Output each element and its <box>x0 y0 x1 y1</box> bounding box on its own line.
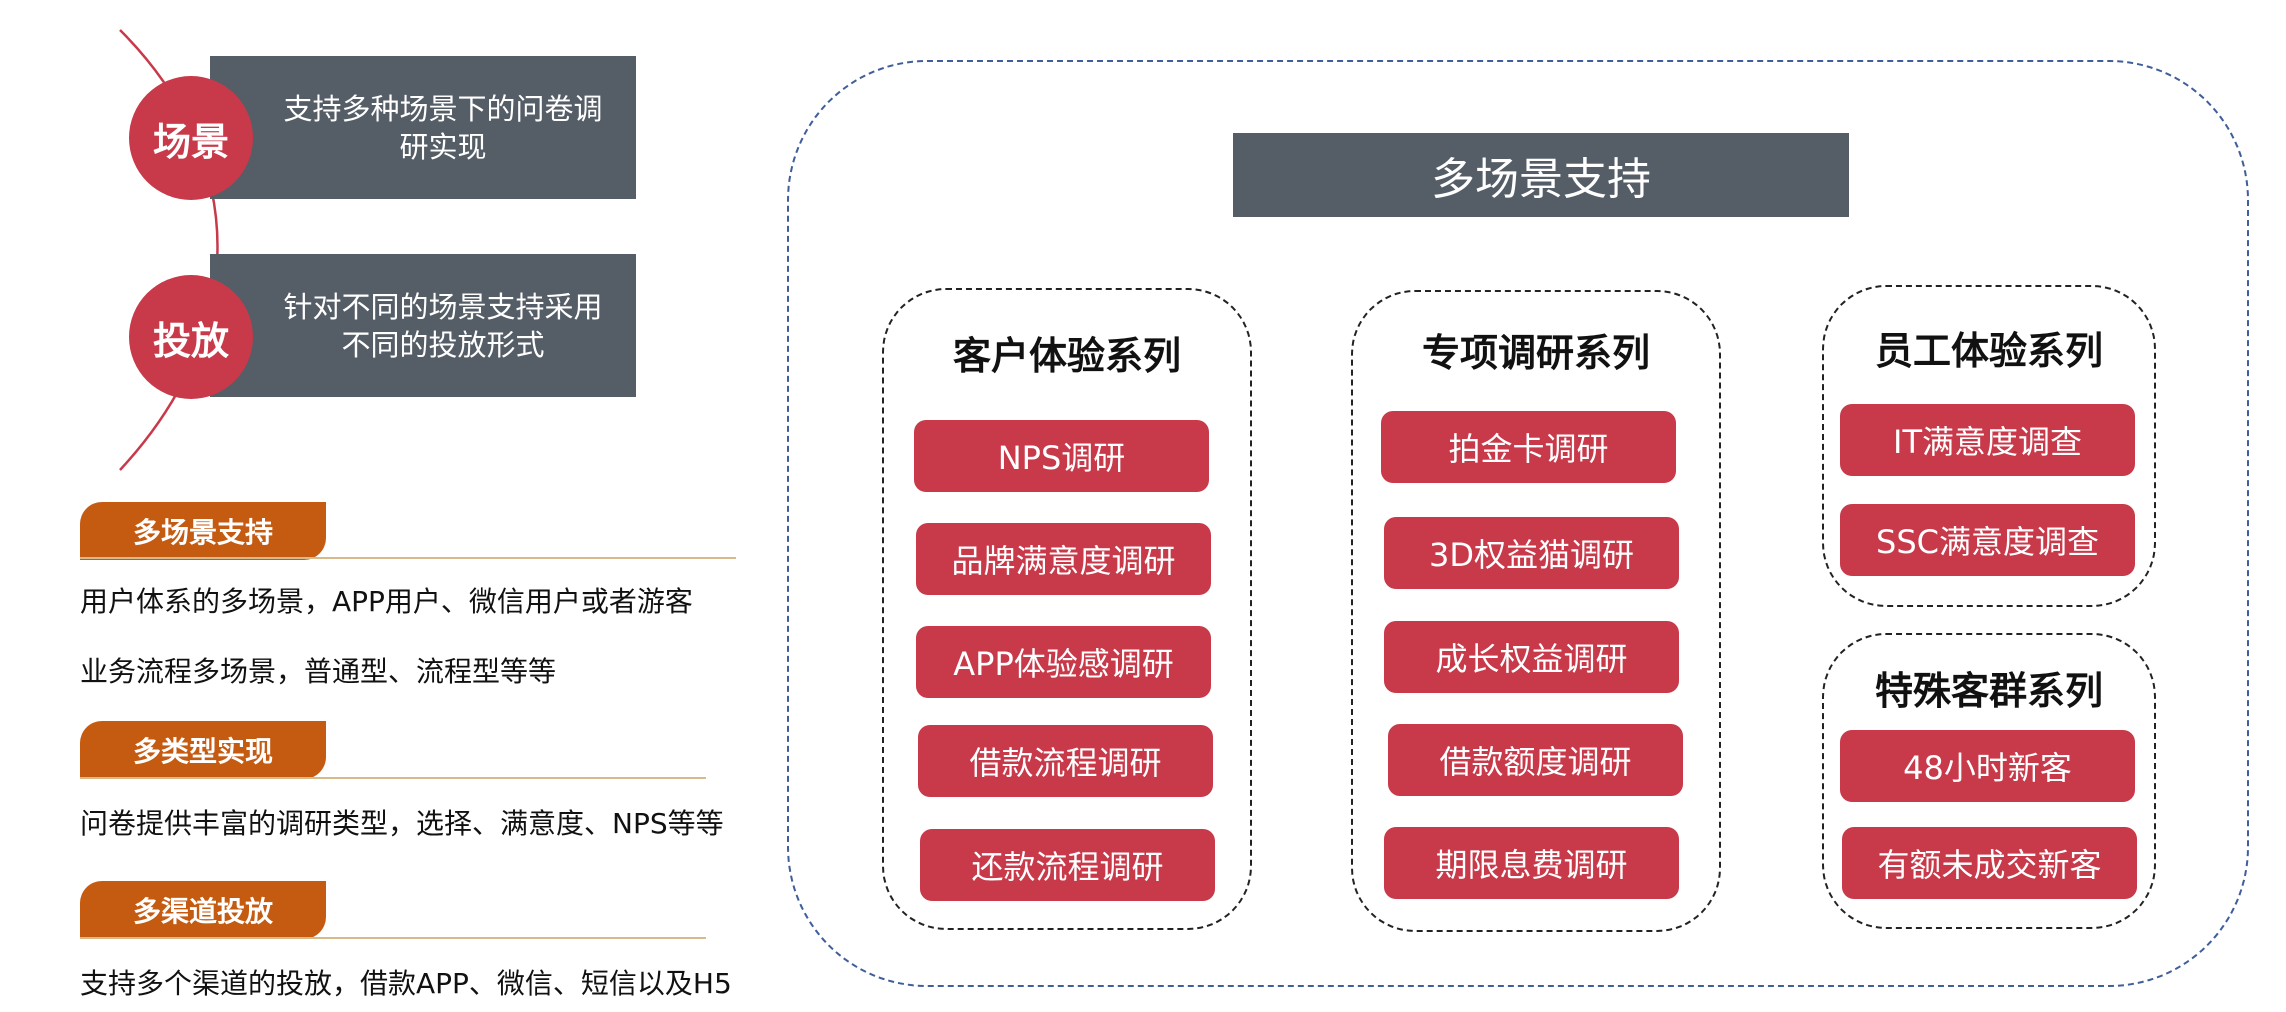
section-divider <box>80 777 706 779</box>
survey-item: 3D权益猫调研 <box>1384 517 1679 589</box>
section-text: 用户体系的多场景，APP用户、微信用户或者游客 <box>80 585 693 618</box>
survey-item: 品牌满意度调研 <box>916 523 1211 595</box>
group-special-customers <box>1822 633 2156 929</box>
scene-text-line2: 不同的投放形式 <box>341 327 545 362</box>
survey-item: 期限息费调研 <box>1384 827 1679 899</box>
scene-badge-scenario: 场景 <box>129 76 253 200</box>
section-divider <box>80 937 706 939</box>
survey-item: 48小时新客 <box>1840 730 2135 802</box>
survey-item: 借款额度调研 <box>1388 724 1683 796</box>
group-title: 员工体验系列 <box>1874 329 2103 373</box>
group-special-research <box>1351 290 1721 932</box>
survey-item: 还款流程调研 <box>920 829 1215 901</box>
section-text: 支持多个渠道的投放，借款APP、微信、短信以及H5 <box>80 967 732 1000</box>
survey-item: SSC满意度调查 <box>1840 504 2135 576</box>
section-tag-multi-type: 多类型实现 <box>80 721 326 779</box>
section-tag-multi-channel: 多渠道投放 <box>80 881 326 939</box>
section-tag-multi-scenario: 多场景支持 <box>80 502 326 560</box>
group-employee-experience <box>1822 285 2156 607</box>
scene-text-line1: 针对不同的场景支持采用 <box>283 289 603 324</box>
survey-item: IT满意度调查 <box>1840 404 2135 476</box>
scene-badge-delivery: 投放 <box>129 275 253 399</box>
section-divider <box>80 557 736 559</box>
survey-item: 拍金卡调研 <box>1381 411 1676 483</box>
group-title: 客户体验系列 <box>952 334 1181 378</box>
scenario-support-frame <box>787 60 2249 987</box>
scene-bar-delivery: 针对不同的场景支持采用 不同的投放形式 <box>210 254 636 397</box>
group-title: 专项调研系列 <box>1421 331 1650 375</box>
scene-bar-scenario: 支持多种场景下的问卷调 研实现 <box>210 56 636 199</box>
group-title: 特殊客群系列 <box>1874 669 2103 713</box>
main-title: 多场景支持 <box>1233 133 1849 217</box>
survey-item: NPS调研 <box>914 420 1209 492</box>
scene-text-line1: 支持多种场景下的问卷调 <box>283 91 603 126</box>
survey-item: 成长权益调研 <box>1384 621 1679 693</box>
survey-item: 借款流程调研 <box>918 725 1213 797</box>
scene-text-line2: 研实现 <box>399 129 487 164</box>
survey-item: 有额未成交新客 <box>1842 827 2137 899</box>
survey-item: APP体验感调研 <box>916 626 1211 698</box>
section-text: 问卷提供丰富的调研类型，选择、满意度、NPS等等 <box>80 807 724 840</box>
section-text: 业务流程多场景，普通型、流程型等等 <box>80 655 557 688</box>
group-customer-experience <box>882 288 1252 930</box>
